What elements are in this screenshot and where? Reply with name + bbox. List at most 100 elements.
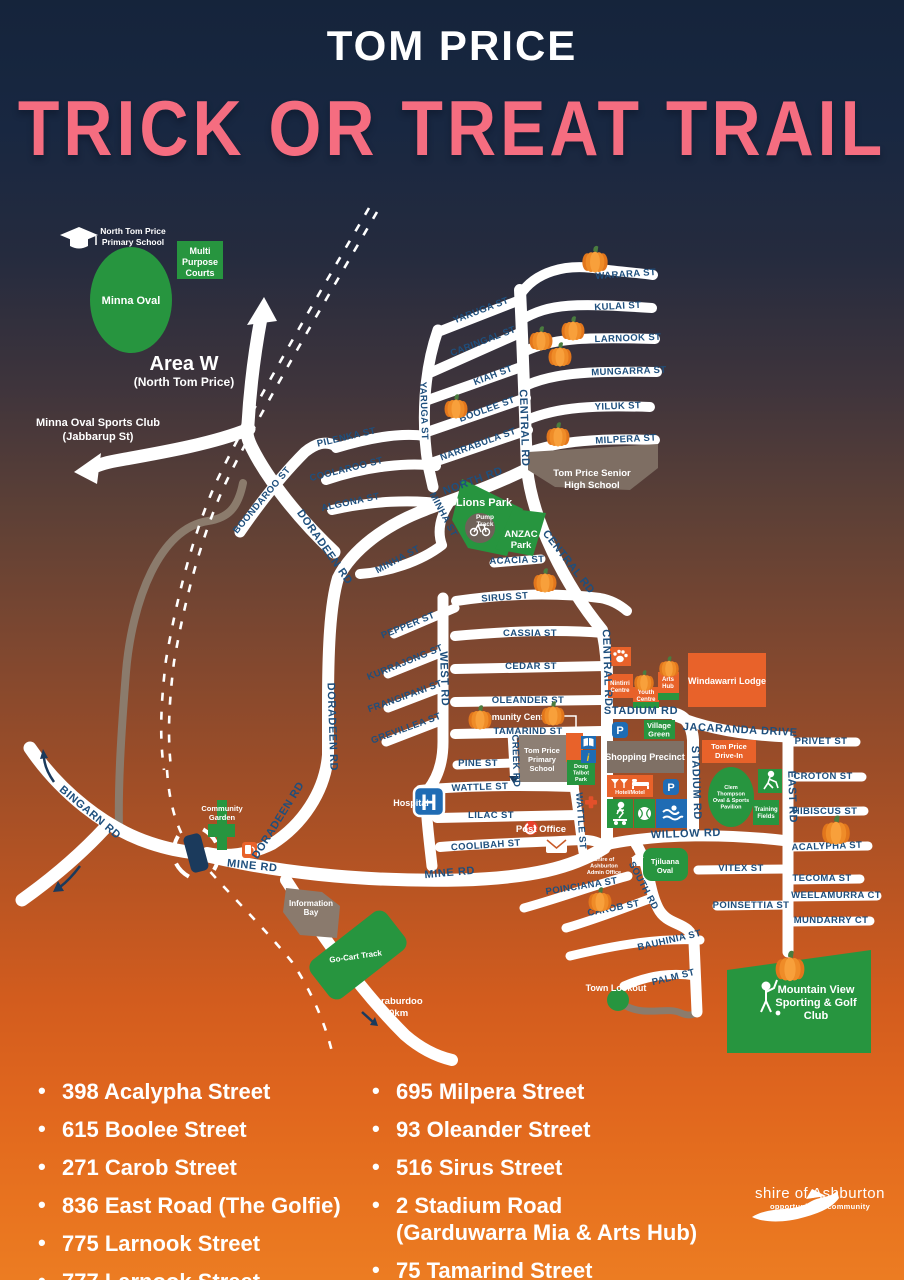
label-high-school-1: Tom Price Senior — [553, 468, 631, 479]
label-kulai-st: KULAI ST — [594, 300, 642, 313]
road-pilenka — [331, 429, 430, 453]
label-sirus-st: SIRUS ST — [481, 590, 529, 604]
label-tjiluana-2: Oval — [657, 866, 673, 875]
label-coolibah-st: COOLIBAH ST — [451, 838, 521, 854]
address-column-1: 398 Acalypha Street 615 Boolee Street 27… — [38, 1077, 368, 1280]
label-sports-club-2: (Jabbarup St) — [63, 431, 134, 443]
road-palm — [619, 969, 701, 991]
road-poinsettia — [712, 900, 793, 911]
label-wattle-st-2: WATTLE ST — [573, 792, 588, 849]
label-doradeen-rd-2: DORADEEN RD — [324, 682, 339, 771]
parking-box-1 — [612, 722, 628, 738]
label-larnook-st: LARNOOK ST — [594, 332, 661, 345]
address-item: 271 Carob Street — [38, 1153, 368, 1181]
label-drivein-1: Tom Price — [711, 742, 747, 751]
label-clem-2: Thompson — [717, 792, 746, 798]
area-w-arrowhead — [247, 297, 277, 325]
label-kurrajong-st: KURRAJONG ST — [366, 642, 445, 682]
road-pine — [452, 758, 517, 770]
label-anzac-1: ANZAC — [504, 529, 537, 540]
label-infobay-1: Information — [289, 899, 333, 908]
road-kurrajong — [383, 647, 448, 679]
label-clem-4: Pavilion — [720, 805, 742, 811]
road-willow — [598, 830, 794, 851]
road-wattle-vertical — [569, 782, 588, 857]
road-frangipani — [383, 682, 448, 713]
road-boondaroo — [234, 437, 342, 538]
clem-thompson-oval-shape — [708, 767, 754, 827]
roads — [15, 262, 882, 1066]
label-admin-2: Ashburton — [590, 864, 618, 870]
label-shopping: Shopping Precinct — [605, 752, 685, 762]
community-centre-leader — [563, 715, 577, 732]
road-narrabula — [423, 425, 533, 469]
label-tjiluana-1: Tjiluana — [651, 857, 680, 866]
road-kulai — [516, 300, 657, 325]
shire-logo: shire of Ashburton opportunity to commun… — [740, 1185, 900, 1222]
post-office-icon — [524, 821, 538, 835]
skater-icon — [613, 801, 627, 826]
label-admin-3: Admin Office — [587, 870, 621, 876]
address-item: 695 Milpera Street — [372, 1077, 842, 1105]
anzac-park-shape — [495, 509, 546, 556]
label-multi-2: Purpose — [182, 257, 218, 267]
information-bay-shape — [283, 888, 340, 938]
pumpkin-icon-milpera — [546, 422, 570, 447]
pumpkin-icon-golf — [775, 950, 805, 982]
place-labels: North Tom Price Primary School Multi Pur… — [36, 226, 857, 1022]
label-primary-3: School — [529, 764, 554, 773]
doug-talbot-park-shape — [567, 760, 595, 785]
town-title: TOM PRICE — [326, 22, 578, 69]
multi-purpose-courts-shape — [177, 241, 223, 279]
label-high-school-2: High School — [564, 480, 619, 491]
label-village-2: Green — [648, 730, 670, 739]
label-stadium-rd-2: STADIUM RD — [689, 746, 704, 821]
label-area-w: Area W — [150, 353, 219, 375]
label-pump-1: Pump — [476, 514, 494, 521]
label-lilac-st: LILAC ST — [468, 810, 514, 821]
label-wattle-st-1: WATTLE ST — [451, 781, 508, 794]
label-bingarn-rd: BINGARN RD — [57, 784, 123, 842]
label-kiah-st: KIAH ST — [472, 363, 514, 388]
label-anzac-2: Park — [511, 540, 532, 551]
high-school-shape — [528, 444, 658, 490]
label-clem-1: Clem — [724, 785, 738, 791]
label-garden-2: Garden — [209, 813, 236, 822]
address-item: 836 East Road (The Golfie) — [38, 1191, 368, 1219]
label-mine-rd-2: MINE RD — [424, 865, 476, 881]
golfer-icon — [760, 979, 781, 1016]
label-milpera-st: MILPERA ST — [595, 432, 657, 446]
road-tecoma — [783, 874, 865, 885]
label-minna-oval: Minna Oval — [102, 295, 161, 307]
road-mundarry — [783, 916, 875, 927]
label-youth-2: Centre — [636, 697, 656, 703]
paw-icon — [613, 649, 628, 663]
arts-hub-shape — [658, 672, 679, 693]
bicycle-icon — [469, 524, 491, 537]
label-pepper-st: PEPPER ST — [380, 610, 437, 642]
shopping-precinct-shape — [607, 741, 684, 773]
athlete-icon — [763, 770, 779, 790]
road-mungarra — [520, 366, 662, 391]
label-north-primary-2: Primary School — [102, 237, 164, 247]
parking-icon-1: P — [616, 725, 623, 737]
label-croton-st: CROTON ST — [793, 771, 852, 782]
road-minha — [355, 497, 455, 579]
label-sports-club-1: Minna Oval Sports Club — [36, 417, 160, 429]
label-pine-st: PINE ST — [458, 758, 498, 769]
label-mungarra-st: MUNGARRA ST — [591, 365, 667, 379]
road-west — [420, 592, 449, 872]
tjiluana-oval-shape — [643, 848, 688, 881]
road-tamarind — [450, 726, 607, 739]
road-to-sports-club — [85, 422, 256, 475]
community-centre-shape — [566, 733, 583, 762]
road-hibiscus — [783, 806, 869, 817]
training-fields-shape — [753, 800, 779, 825]
book-icon — [583, 738, 594, 747]
icons: i P P H — [40, 227, 781, 1026]
label-tamarind-st: TAMARIND ST — [493, 726, 562, 737]
parking-icon-2: P — [667, 782, 674, 794]
railway-line-upper-a — [159, 207, 371, 771]
